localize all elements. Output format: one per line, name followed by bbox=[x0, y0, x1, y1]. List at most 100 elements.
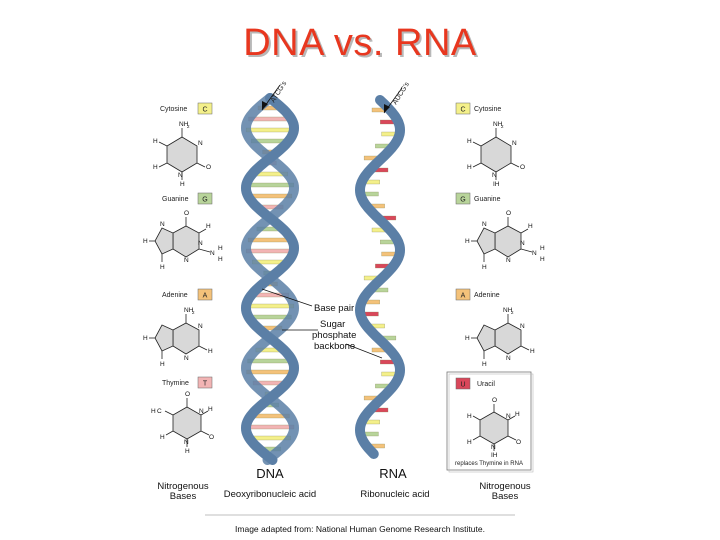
svg-text:NH: NH bbox=[493, 121, 503, 128]
svg-text:H: H bbox=[467, 413, 472, 420]
rna-strand-code: AUCG's bbox=[392, 81, 411, 106]
uracil-frame-shadow bbox=[448, 373, 534, 473]
svg-text:O: O bbox=[520, 164, 525, 171]
svg-text:N: N bbox=[160, 221, 165, 228]
svg-text:H: H bbox=[467, 138, 472, 145]
left-thymine-structure bbox=[164, 398, 210, 447]
left-base-name: Thymine bbox=[162, 380, 189, 387]
right-base-adenine: A Adenine bbox=[455, 288, 500, 301]
left-base-swatch bbox=[197, 376, 213, 389]
left-base-name: Adenine bbox=[162, 292, 188, 299]
left-adenine-atoms: NH2 H H H N N bbox=[143, 307, 213, 368]
rna-strand bbox=[354, 95, 406, 459]
svg-text:N: N bbox=[198, 140, 203, 147]
right-base-letter: U bbox=[460, 382, 465, 389]
svg-text:N: N bbox=[532, 250, 537, 257]
svg-text:H: H bbox=[160, 264, 165, 271]
left-guanine-structure bbox=[149, 217, 211, 262]
svg-text:N: N bbox=[198, 323, 203, 330]
svg-text:N: N bbox=[184, 257, 189, 264]
svg-text:H: H bbox=[218, 256, 223, 263]
svg-text:2: 2 bbox=[187, 124, 190, 129]
dna-base-pair-rung bbox=[245, 127, 295, 133]
left-base-swatch bbox=[197, 102, 213, 115]
backbone-callout: Sugar phosphate backbone bbox=[282, 319, 383, 359]
uracil-note: replaces Thymine in RNA bbox=[455, 461, 523, 467]
left-adenine-structure bbox=[149, 314, 208, 359]
right-adenine-atoms: NH2 H H H N N bbox=[465, 307, 535, 368]
dna-base-pair-rung bbox=[246, 182, 294, 188]
left-base-letter: G bbox=[202, 197, 207, 204]
left-nitrogenous-label-1: Nitrogenous bbox=[157, 481, 208, 492]
svg-text:N: N bbox=[210, 250, 215, 257]
right-cytosine-structure bbox=[472, 128, 520, 180]
left-cytosine-structure bbox=[158, 128, 206, 180]
svg-text:N: N bbox=[520, 240, 525, 247]
base-pair-callout: Base pair bbox=[261, 288, 354, 314]
svg-text:H: H bbox=[465, 335, 470, 342]
svg-text:O: O bbox=[206, 164, 211, 171]
svg-text:N: N bbox=[512, 140, 517, 147]
backbone-label-line3: backbone bbox=[314, 341, 355, 352]
svg-text:N: N bbox=[184, 439, 189, 446]
svg-text:N: N bbox=[506, 413, 511, 420]
dna-backbone-front bbox=[240, 93, 300, 465]
svg-text:H: H bbox=[160, 434, 165, 441]
left-base-name: Guanine bbox=[162, 196, 189, 203]
left-guanine-atoms: O H N H H H H N N N bbox=[143, 210, 223, 271]
svg-text:H: H bbox=[540, 256, 545, 263]
rna-full-name: Ribonucleic acid bbox=[360, 489, 429, 500]
svg-text:N: N bbox=[506, 257, 511, 264]
svg-text:NH: NH bbox=[179, 121, 189, 128]
left-base-letter: T bbox=[203, 381, 208, 388]
svg-text:H: H bbox=[180, 181, 185, 188]
svg-text:H: H bbox=[208, 348, 213, 355]
svg-text:H: H bbox=[540, 245, 545, 252]
right-base-name: Adenine bbox=[474, 292, 500, 299]
right-base-cytosine: C Cytosine bbox=[455, 102, 501, 115]
right-nitrogenous-label-1: Nitrogenous bbox=[479, 481, 530, 492]
rna-strand-arrow: AUCG's bbox=[383, 81, 411, 114]
right-base-letter: G bbox=[460, 197, 465, 204]
svg-text:H: H bbox=[185, 448, 190, 455]
svg-text:H: H bbox=[143, 335, 148, 342]
right-adenine-structure bbox=[471, 314, 530, 359]
left-base-guanine: Guanine G bbox=[162, 192, 213, 205]
right-uracil-atoms: O H O H H IH N N bbox=[467, 397, 521, 459]
left-base-cytosine: Cytosine C bbox=[160, 102, 213, 115]
dna-full-name: Deoxyribonucleic acid bbox=[224, 489, 316, 500]
svg-text:N: N bbox=[492, 172, 497, 179]
left-nitrogenous-label-2: Bases bbox=[170, 491, 197, 502]
dna-base-pair-rung bbox=[245, 303, 295, 309]
svg-text:C: C bbox=[157, 408, 162, 415]
svg-text:N: N bbox=[178, 172, 183, 179]
dna-base-pair-rung bbox=[245, 424, 295, 430]
right-base-name: Guanine bbox=[474, 196, 501, 203]
svg-text:H: H bbox=[160, 361, 165, 368]
dna-label: DNA bbox=[256, 466, 284, 481]
rna-label: RNA bbox=[379, 466, 407, 481]
svg-text:H: H bbox=[482, 264, 487, 271]
svg-text:H: H bbox=[530, 348, 535, 355]
svg-text:N: N bbox=[491, 444, 496, 451]
svg-text:2: 2 bbox=[501, 124, 504, 129]
image-credit: Image adapted from: National Human Genom… bbox=[235, 524, 485, 534]
svg-text:H: H bbox=[153, 138, 158, 145]
right-base-name: Uracil bbox=[477, 381, 495, 388]
right-guanine-structure bbox=[471, 217, 533, 262]
svg-text:O: O bbox=[492, 397, 497, 404]
left-base-letter: A bbox=[203, 293, 208, 300]
right-base-name: Cytosine bbox=[474, 106, 501, 113]
svg-text:NH: NH bbox=[184, 307, 194, 314]
svg-text:H: H bbox=[482, 361, 487, 368]
right-base-letter: A bbox=[461, 293, 466, 300]
svg-text:N: N bbox=[198, 240, 203, 247]
svg-text:H: H bbox=[208, 406, 213, 413]
backbone-label-line1: Sugar bbox=[320, 319, 345, 330]
svg-text:NH: NH bbox=[503, 307, 513, 314]
right-base-swatch bbox=[455, 102, 471, 115]
svg-text:H: H bbox=[515, 411, 520, 418]
svg-text:2: 2 bbox=[192, 310, 195, 315]
